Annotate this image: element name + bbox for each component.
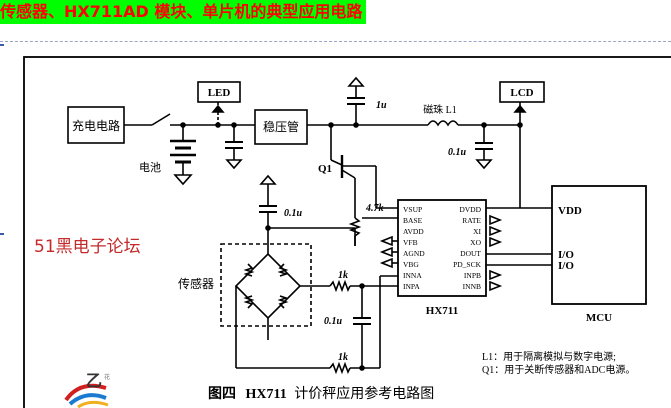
cap-sensor-label: 0.1u <box>284 208 303 219</box>
divider <box>0 41 671 42</box>
q1-label: Q1 <box>318 163 332 175</box>
pin-left: BASE <box>403 216 423 225</box>
pin-arrow <box>489 236 503 248</box>
led-label: LED <box>208 87 231 99</box>
pin-left: INNA <box>403 271 422 280</box>
hx711-chip <box>397 199 487 297</box>
pin-right: DVDD <box>459 205 481 214</box>
io-label: I/O <box>558 260 574 272</box>
bridge-resistor <box>277 263 289 277</box>
pin-right: XO <box>470 238 481 247</box>
bridge-resistor <box>277 295 289 309</box>
ground-symbol <box>259 174 277 185</box>
logo-small-glyph: 花 <box>104 373 110 381</box>
note-q1: Q1：用于关断传感器和ADC电源。 <box>482 363 635 376</box>
pin-right: DOUT <box>460 249 481 258</box>
pin-left: VSUP <box>403 205 422 214</box>
note-l1: L1：用于隔离模拟与数字电源; <box>482 350 616 363</box>
res-1k-a-label: 1k <box>338 270 348 281</box>
pin-left: VBG <box>403 260 419 269</box>
mcu-label: MCU <box>586 312 612 324</box>
pin-right: INNB <box>463 282 481 291</box>
hx711-pins-left: VSUP BASE AVDD VFB AGND VBG INNA INPA <box>403 205 425 291</box>
caption-name: HX711 <box>246 387 287 402</box>
ferrite-bead <box>427 120 459 127</box>
transistor-emitter <box>330 159 343 166</box>
bridge-resistor <box>243 263 255 277</box>
pin-arrow <box>379 246 393 258</box>
logo-glyph: 乙 <box>86 373 102 390</box>
caption-fig: 图四 <box>208 386 236 402</box>
arrow <box>513 104 527 113</box>
pin-right: PD_SCK <box>453 260 482 269</box>
lcd-label: LCD <box>510 87 533 99</box>
edge-mark <box>0 233 4 235</box>
ground-symbol <box>173 174 193 186</box>
res-1k-b-label: 1k <box>338 352 348 363</box>
led-block <box>197 81 241 103</box>
pin-right: XI <box>473 227 481 236</box>
pin-arrow <box>379 257 393 269</box>
hx711-pins-right: DVDD RATE XI XO DOUT PD_SCK INPB INNB <box>453 205 482 291</box>
resistor-1k <box>329 279 351 293</box>
lcd-block <box>499 81 545 103</box>
sensor-label: 传感器 <box>178 276 214 291</box>
mcu-block <box>551 185 647 305</box>
resistor-47k <box>348 217 362 237</box>
arrow <box>211 104 225 113</box>
pin-arrow <box>489 280 503 292</box>
regulator-label: 稳压管 <box>263 119 299 134</box>
pin-arrow <box>379 235 393 247</box>
wheatstone-bridge <box>234 252 302 320</box>
bridge-resistor <box>243 295 255 309</box>
pin-right: INPB <box>464 271 481 280</box>
pin-arrow <box>489 214 503 226</box>
res-47k-label: 4.7k <box>365 203 384 214</box>
hx711-label: HX711 <box>426 305 458 317</box>
pin-left: AVDD <box>403 227 424 236</box>
charge-circuit-label: 充电电路 <box>72 118 120 133</box>
ground-symbol <box>475 159 493 170</box>
logo-icon: 乙 花 <box>64 373 110 408</box>
cap-mid-label: 0.1u <box>448 147 467 158</box>
forum-watermark: 51黑电子论坛 <box>34 237 141 257</box>
pin-left: INPA <box>403 282 420 291</box>
pin-arrow <box>489 269 503 281</box>
caption-text: 计价秤应用参考电路图 <box>294 385 434 402</box>
cap-top-label: 1u <box>376 100 387 111</box>
sensor-box <box>220 243 312 327</box>
battery-label: 电池 <box>139 161 161 174</box>
switch <box>151 113 171 126</box>
ground-symbol <box>347 76 365 87</box>
pin-left: AGND <box>403 249 425 258</box>
page-title: 传感器、HX711AD 模块、单片机的典型应用电路 <box>0 0 367 24</box>
edge-mark <box>0 44 4 46</box>
transistor-collector <box>341 169 356 179</box>
bead-label: 磁珠 L1 <box>423 103 457 116</box>
figure-caption: 图四 HX711 计价秤应用参考电路图 <box>208 385 434 402</box>
ground-symbol <box>225 159 243 170</box>
io-label: I/O <box>558 249 574 261</box>
pin-arrow <box>489 225 503 237</box>
pin-right: RATE <box>462 216 481 225</box>
diagram-frame <box>23 56 671 408</box>
bridge <box>234 252 302 320</box>
pin-left: VFB <box>403 238 418 247</box>
cap-bottom-label: 0.1u <box>324 316 343 327</box>
resistor-1k <box>329 361 351 375</box>
vdd-label: VDD <box>558 205 582 217</box>
regulator-block <box>254 109 308 145</box>
